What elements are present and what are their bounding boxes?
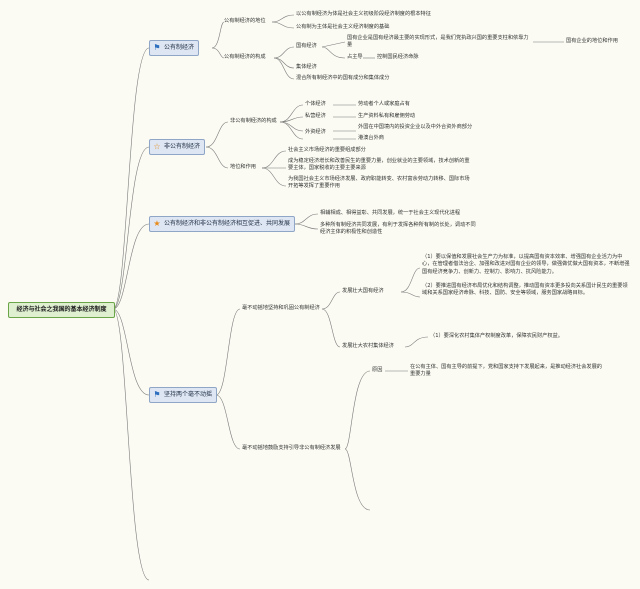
node-comp-key[interactable]: 私营经济 [305, 113, 326, 119]
node-state-strong[interactable]: 发展壮大国有经济 [342, 288, 384, 294]
orange-star-icon: ★ [153, 219, 161, 228]
node-composition[interactable]: 非公有制经济的构成 [230, 118, 277, 124]
node-status-item[interactable]: 公有制为主体是社会主义经济制度的基础 [296, 24, 390, 30]
node-collective[interactable]: 集体经济 [296, 64, 317, 70]
node-comp-val[interactable]: 劳动者个人或家庭占有 [358, 101, 410, 107]
node-comp-val[interactable]: 外国在中国境内的投资企业以及中外合资外商部分 [358, 124, 473, 130]
node-role[interactable]: 地位和作用 [230, 164, 256, 170]
topic-label: 坚持两个毫不动摇 [164, 391, 213, 398]
node-comp-key[interactable]: 个体经济 [305, 101, 326, 107]
node-reason-text[interactable]: 在公有主体、国有主导的前提下，党和国家支持下发展起来，是推动经济社会发展的重要力… [410, 364, 602, 378]
node-state-desc[interactable]: 国有企业是国有经济最主要的实现形式，是我们党执政兴国的重要支柱和依靠力量 [347, 35, 529, 49]
node-rural-collective[interactable]: 发展壮大农村集体经济 [342, 343, 394, 349]
node-comp-key[interactable]: 外资经济 [305, 129, 326, 135]
topic-non-public[interactable]: ☆ 非公有制经济 [149, 139, 206, 155]
node-common-item[interactable]: 相辅相成、相得益彰、共同发展，统一于社会主义现代化进程 [320, 210, 461, 216]
node-comp-val[interactable]: 生产资料私有和雇佣劳动 [358, 113, 416, 119]
node-status[interactable]: 公有制经济的地位 [224, 18, 266, 24]
star-outline-icon: ☆ [153, 142, 161, 151]
node-state-economy[interactable]: 国有经济 [296, 43, 317, 49]
topic-label: 公有制经济 [164, 44, 195, 51]
node-b2[interactable]: 毫不动摇地鼓励支持引导非公有制经济发展 [242, 445, 341, 451]
node-status-item[interactable]: 以公有制经济为体是社会主义初级阶段经济制度的根本特征 [296, 11, 431, 17]
node-forms[interactable]: 公有制经济的构成 [224, 54, 266, 60]
node-state-share-desc[interactable]: 控制国民经济命脉 [377, 54, 419, 60]
node-state-share[interactable]: 占主导 [347, 54, 363, 60]
topic-label: 非公有制经济 [164, 143, 201, 150]
node-state-role[interactable]: 国有企业的地位和作用 [566, 38, 618, 44]
blue-flag-icon: ⚑ [153, 390, 161, 399]
node-state-strong-item[interactable]: （1）要以保值和发展社会生产力为标准，以提高国有资本效率、增强国有企业活力为中心… [422, 254, 630, 275]
node-role-item[interactable]: 为我国社会主义市场经济发展、政府职能转变、农村富余劳动力转移、国际市场开拓等发挥… [288, 176, 470, 190]
node-common-item[interactable]: 多种所有制经济共同发展，有利于发挥各种所有制的长处，调动不同经济主体的积极性和创… [320, 222, 476, 236]
topic-common-development[interactable]: ★ 公有制经济和非公有制经济相互促进、共同发展 [149, 216, 296, 232]
topic-public-ownership[interactable]: ⚑ 公有制经济 [149, 40, 200, 56]
node-rural-item[interactable]: （1）要深化农村集体产权制度改革，保障农民财产权益。 [430, 333, 563, 339]
node-mixed[interactable]: 混合所有制经济中的国有成分和集体成分 [296, 75, 390, 81]
node-comp-val[interactable]: 港澳台外商 [358, 135, 384, 141]
node-role-item[interactable]: 成为稳定经济增长和改善民生的重要力量，创业就业的主要领域，技术创新的重要主体，国… [288, 158, 470, 172]
node-reason[interactable]: 原因 [372, 367, 383, 373]
node-state-strong-item[interactable]: （2）要推进国有经济布局优化和结构调整，推动国有资本更多投向关系国计民生的重要领… [422, 283, 628, 297]
root-node[interactable]: 经济与社会之我国的基本经济制度 [8, 302, 115, 318]
blue-flag-icon: ⚑ [153, 43, 161, 52]
topic-label: 公有制经济和非公有制经济相互促进、共同发展 [164, 220, 291, 227]
topic-two-unwavering[interactable]: ⚑ 坚持两个毫不动摇 [149, 387, 218, 403]
node-role-item[interactable]: 社会主义市场经济的重要组成部分 [288, 147, 366, 153]
node-b1[interactable]: 毫不动摇地坚持和巩固公有制经济 [242, 305, 320, 311]
